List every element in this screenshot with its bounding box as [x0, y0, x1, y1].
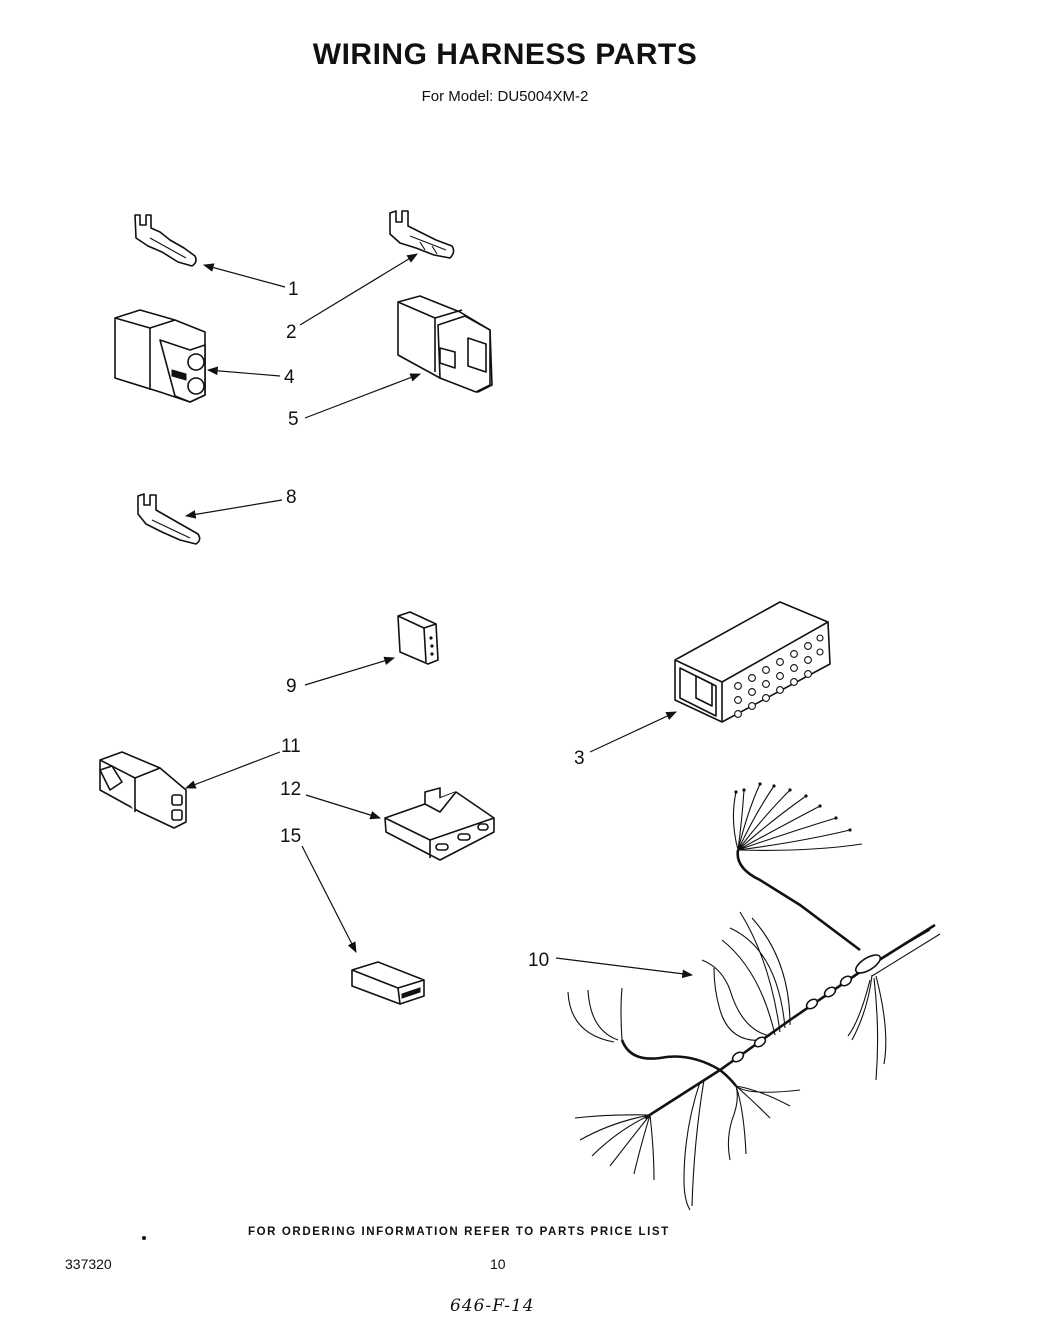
part-2-terminal[interactable] — [389, 210, 455, 259]
page-number: 10 — [490, 1256, 506, 1272]
callout-2: 2 — [286, 322, 297, 343]
part-11-plug[interactable] — [99, 751, 187, 829]
leader-15 — [301, 845, 357, 953]
leader-1 — [202, 263, 286, 288]
leader-10 — [555, 957, 694, 979]
callout-12: 12 — [280, 779, 301, 800]
callout-10: 10 — [528, 950, 549, 971]
part-5-connector-housing[interactable] — [397, 295, 493, 393]
part-9-small-block[interactable] — [397, 611, 439, 665]
callout-15: 15 — [280, 826, 301, 847]
callout-1: 1 — [288, 279, 299, 300]
leader-2 — [299, 253, 418, 326]
handwritten-code: 646-F-14 — [450, 1296, 535, 1316]
stray-mark — [142, 1236, 146, 1240]
leader-3 — [589, 711, 677, 753]
leader-4 — [206, 366, 281, 377]
part-10-wiring-harness[interactable] — [567, 782, 941, 1211]
callout-8: 8 — [286, 487, 297, 508]
callout-5: 5 — [288, 409, 299, 430]
leader-9 — [304, 656, 396, 686]
callout-4: 4 — [284, 367, 295, 388]
part-1-terminal[interactable] — [134, 214, 197, 267]
part-4-connector-housing[interactable] — [114, 309, 206, 403]
part-15-clip[interactable] — [351, 961, 425, 1005]
part-3-multipin-connector[interactable] — [674, 601, 831, 723]
ordering-note: FOR ORDERING INFORMATION REFER TO PARTS … — [248, 1226, 670, 1238]
callout-11: 11 — [281, 736, 301, 757]
model-subtitle: For Model: DU5004XM-2 — [421, 88, 589, 105]
leader-5 — [304, 373, 422, 419]
part-12-flat-connector[interactable] — [384, 787, 495, 861]
leader-8 — [184, 499, 283, 519]
leader-12 — [305, 794, 382, 820]
callout-3: 3 — [574, 748, 585, 769]
leader-11 — [184, 751, 281, 789]
document-number: 337320 — [65, 1256, 112, 1272]
page-title: WIRING HARNESS PARTS — [312, 38, 698, 71]
part-8-terminal[interactable] — [137, 493, 201, 545]
callout-9: 9 — [286, 676, 297, 697]
